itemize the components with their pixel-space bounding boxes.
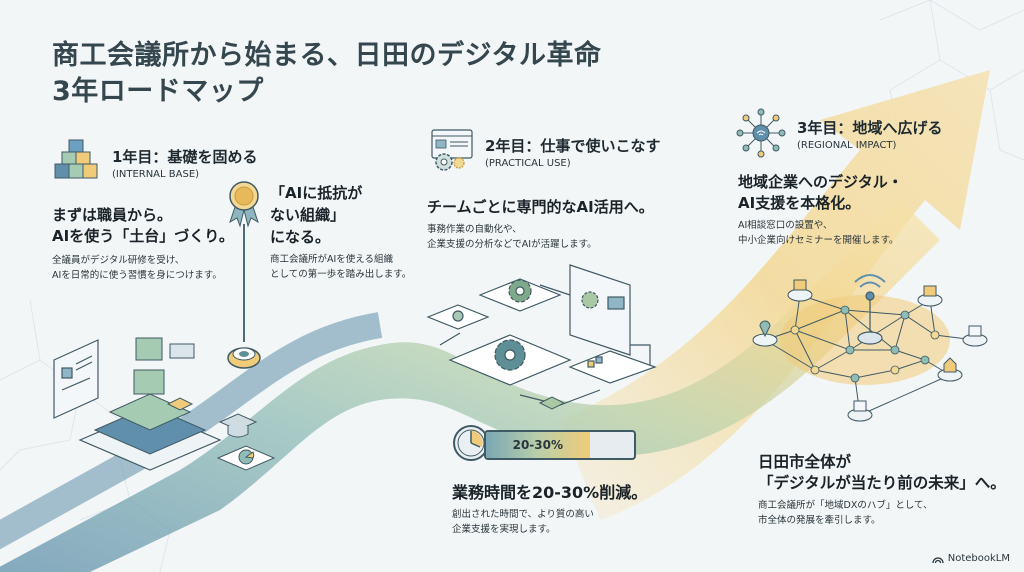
stage-1-body-1: 全議員がデジタル研修を受け、 [52, 255, 185, 266]
stage-2-content: チームごとに専門的なAI活用へ。 事務作業の自動化や、 企業支援の分析などでAI… [427, 197, 654, 252]
award-headline-3: になる。 [270, 228, 331, 246]
future-milestone: 日田市全体が 「デジタルが当たり前の未来」へ。 商工会議所が「地域DXのハブ」と… [758, 452, 1006, 528]
time-body-1: 創出された時間で、より質の高い [452, 509, 594, 520]
time-milestone: 業務時間を20-30%削減。 創出された時間で、より質の高い 企業支援を実現しま… [452, 482, 647, 537]
stage-1-subheading: (INTERNAL BASE) [112, 169, 200, 180]
time-body-2: 企業支援を実現します。 [452, 524, 556, 535]
stage-1-headline-2: AIを使う「土台」づくり。 [52, 227, 234, 245]
stage-3-headline-2: AI支援を本格化。 [738, 194, 861, 212]
stage-3-body-1: AI相談窓口の設置や、 [738, 220, 833, 231]
page-title: 商工会議所から始まる、日田のデジタル革命 3年ロードマップ [52, 38, 601, 110]
stage-1-header: 1年目：基礎を固める (INTERNAL BASE) [112, 148, 257, 182]
title-line-2: 3年ロードマップ [52, 76, 264, 107]
stage-2-header: 2年目：仕事で使いこなす (PRACTICAL USE) [485, 137, 660, 171]
future-body-2: 市全体の発展を牽引します。 [758, 515, 881, 526]
award-body-1: 商工会議所がAIを使える組織 [270, 254, 394, 265]
stage-2-heading: 2年目：仕事で使いこなす [485, 137, 661, 155]
brand-label: NotebookLM [947, 553, 1010, 564]
future-headline-2: 「デジタルが当たり前の未来」へ。 [758, 474, 1006, 492]
foundation-illustration [53, 337, 276, 471]
stage-1-body-2: AIを日常的に使う習慣を身につけます。 [52, 270, 222, 281]
award-medal-icon [227, 181, 261, 369]
award-body-2: としての第一歩を踏み出します。 [270, 269, 412, 280]
award-headline-1: 「AIに抵抗が [270, 184, 363, 202]
stage-2-body-2: 企業支援の分析などでAIが活躍します。 [427, 239, 597, 250]
stage-1-headline-1: まずは職員から。 [52, 206, 173, 224]
roadmap-path [0, 200, 940, 572]
gear-tile-large [448, 334, 572, 386]
stacked-cubes-icon [54, 139, 98, 179]
stage-3-body-2: 中小企業向けセミナーを開催します。 [738, 235, 899, 246]
award-headline-2: ない組織」 [270, 206, 346, 224]
document-panel [53, 339, 99, 419]
network-hub-icon [736, 108, 786, 158]
notebooklm-icon [932, 556, 944, 563]
stage-2-body-1: 事務作業の自動化や、 [427, 224, 522, 235]
stage-3-header: 3年目：地域へ広げる (REGIONAL IMPACT) [797, 119, 942, 153]
time-reduction-progress-bar: 20-30% [484, 430, 636, 460]
future-headline-1: 日田市全体が [758, 453, 852, 471]
regional-network-illustration [752, 274, 988, 422]
stage-3-content: 地域企業へのデジタル・ AI支援を本格化。 AI相談窓口の設置や、 中小企業向け… [738, 172, 903, 248]
pie-chart-tile [216, 445, 276, 471]
stage-3-headline-1: 地域企業へのデジタル・ [738, 173, 903, 191]
award-milestone: 「AIに抵抗が ない組織」 になる。 商工会議所がAIを使える組織 としての第一… [270, 182, 411, 282]
future-body-1: 商工会議所が「地域DXのハブ」として、 [758, 500, 933, 511]
check-tile [538, 396, 566, 410]
gear-tile-small [426, 304, 490, 330]
progress-label: 20-30% [512, 438, 563, 452]
gear-tile-top [478, 278, 562, 312]
stage-1-icon-wrap [52, 138, 102, 186]
time-headline: 業務時間を20-30%削減。 [452, 483, 648, 502]
notebooklm-brand: NotebookLM [932, 553, 1010, 564]
stage-3-heading: 3年目：地域へ広げる [797, 119, 943, 137]
stage-2-headline-1: チームごとに専門的なAI活用へ。 [427, 198, 654, 216]
central-hub [854, 274, 886, 345]
graduation-cap-icon [218, 413, 258, 438]
browser-gears-icon [431, 129, 473, 171]
stage-1-content: まずは職員から。 AIを使う「土台」づくり。 全議員がデジタル研修を受け、 AI… [52, 205, 234, 283]
browser-window [569, 264, 631, 356]
title-line-1: 商工会議所から始まる、日田のデジタル革命 [52, 40, 602, 71]
stage-2-subheading: (PRACTICAL USE) [485, 158, 571, 169]
progress-fill [486, 432, 590, 458]
network-nodes [790, 305, 940, 383]
stage-1-heading: 1年目：基礎を固める [112, 148, 258, 166]
stage-3-subheading: (REGIONAL IMPACT) [797, 140, 897, 151]
task-tile [568, 350, 657, 384]
business-nodes [752, 279, 988, 422]
workflow-illustration [426, 264, 657, 410]
